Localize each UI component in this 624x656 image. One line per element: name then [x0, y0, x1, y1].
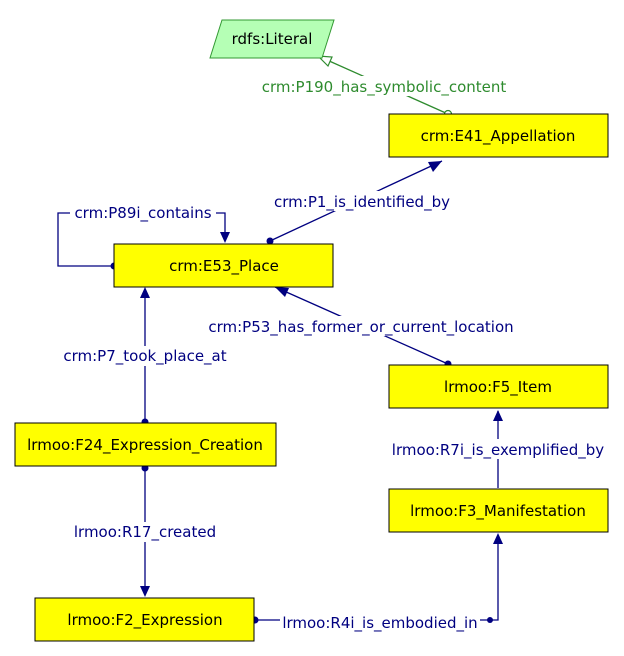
edge-is-embodied-in: lrmoo:R4i_is_embodied_in [251, 533, 503, 633]
node-manifestation[interactable]: lrmoo:F3_Manifestation [388, 488, 609, 533]
edge-label-background [388, 439, 608, 459]
node-expression-creation[interactable]: lrmoo:F24_Expression_Creation [14, 422, 277, 467]
arrowhead [493, 533, 503, 544]
node-box [34, 597, 255, 642]
arrowhead [140, 586, 150, 597]
edge-label: lrmoo:R4i_is_embodied_in [282, 614, 477, 633]
node-label: crm:E53_Place [169, 257, 279, 276]
edge-label-background [60, 346, 230, 366]
node-box [14, 422, 277, 467]
node-literal[interactable]: rdfs:Literal [209, 19, 335, 59]
arrowhead [140, 287, 150, 298]
node-place[interactable]: crm:E53_Place [113, 243, 334, 288]
edge-label: lrmoo:R7i_is_exemplified_by [392, 441, 605, 460]
edge-bend-dot [487, 617, 493, 623]
edge-label-background [280, 612, 480, 632]
arrowhead [275, 287, 289, 297]
node-label: lrmoo:F3_Manifestation [410, 502, 586, 521]
edge-label-background [258, 76, 510, 96]
edge-line [57, 212, 226, 267]
edge-former-or-current-location: crm:P53_has_former_or_current_location [204, 286, 520, 368]
node-appellation[interactable]: crm:E41_Appellation [388, 113, 609, 158]
node-item[interactable]: lrmoo:F5_Item [388, 364, 609, 409]
edge-has-symbolic-content: crm:P190_has_symbolic_content [258, 55, 510, 119]
edge-contains: crm:P89i_contains [57, 203, 230, 270]
edge-label: crm:P7_took_place_at [63, 347, 226, 366]
edge-label: crm:P89i_contains [74, 204, 211, 223]
edge-took-place-at: crm:P7_took_place_at [60, 287, 230, 426]
edge-label: crm:P1_is_identified_by [274, 193, 450, 212]
node-label: lrmoo:F24_Expression_Creation [27, 436, 263, 455]
edge-is-exemplified-by: lrmoo:R7i_is_exemplified_by [388, 410, 608, 488]
edge-label: lrmoo:R17_created [74, 523, 216, 542]
arrowhead [428, 161, 442, 172]
arrowhead [220, 232, 230, 243]
node-label: crm:E41_Appellation [421, 127, 576, 146]
node-label: lrmoo:F5_Item [444, 378, 552, 397]
edge-label: crm:P190_has_symbolic_content [262, 78, 507, 97]
edge-label-background [270, 191, 454, 211]
arrowhead [493, 410, 503, 421]
node-expression[interactable]: lrmoo:F2_Expression [34, 597, 255, 642]
edge-is-identified-by: crm:P1_is_identified_by [266, 160, 454, 245]
node-box [388, 364, 609, 409]
node-box [113, 243, 334, 288]
edge-label-background [68, 522, 222, 542]
edge-created: lrmoo:R17_created [68, 464, 222, 597]
node-label: rdfs:Literal [232, 30, 313, 48]
edge-label-background [70, 203, 216, 223]
node-box [388, 488, 609, 533]
edge-label: crm:P53_has_former_or_current_location [208, 318, 513, 337]
edge-label-background [204, 316, 520, 336]
literal-shape [209, 19, 335, 59]
node-box [388, 113, 609, 158]
node-label: lrmoo:F2_Expression [67, 611, 222, 630]
edge-source-dot [266, 237, 274, 245]
edge-line [255, 535, 499, 621]
